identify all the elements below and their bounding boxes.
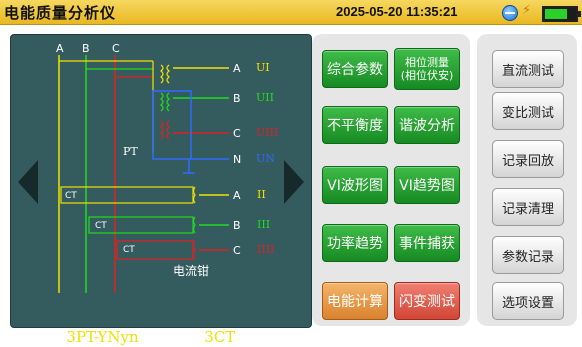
unbalance-button[interactable]: 不平衡度 bbox=[322, 106, 388, 144]
wiring-diagram-panel: A B C PT A B C N UI bbox=[10, 34, 312, 346]
pt-end-n: N bbox=[233, 153, 241, 166]
ct-end-b: B bbox=[233, 219, 241, 232]
ct-label-2: CT bbox=[95, 221, 107, 231]
vi-waveform-button[interactable]: VI波形图 bbox=[322, 166, 388, 204]
caption-voltage-mode: 3PT-YNyn bbox=[66, 328, 139, 346]
ct-block bbox=[60, 186, 196, 260]
current-label-i1: II bbox=[257, 188, 266, 201]
ct-end-c: C bbox=[233, 244, 241, 257]
ct-end-a: A bbox=[233, 189, 241, 202]
vi-trend-button[interactable]: VI趋势图 bbox=[394, 166, 460, 204]
wiring-diagram: A B C PT A B C N UI bbox=[56, 42, 278, 293]
pt-end-a: A bbox=[233, 62, 241, 75]
app-title: 电能质量分析仪 bbox=[4, 4, 117, 22]
comprehensive-params-button[interactable]: 综合参数 bbox=[322, 50, 388, 88]
battery-icon bbox=[542, 6, 581, 22]
power-trend-button[interactable]: 功率趋势 bbox=[322, 224, 388, 262]
options-button[interactable]: 选项设置 bbox=[492, 282, 564, 320]
voltage-label-u1: UI bbox=[256, 61, 270, 74]
current-label-i2: III bbox=[257, 218, 270, 231]
datetime: 2025-05-20 11:35:21 bbox=[336, 4, 458, 19]
caption-voltage-prefix: 电压 bbox=[36, 328, 67, 346]
record-clear-button[interactable]: 记录清理 bbox=[492, 188, 564, 226]
voltage-label-u2: UII bbox=[256, 91, 274, 104]
energy-calc-button[interactable]: 电能计算 bbox=[322, 282, 388, 320]
caption-index: 1: bbox=[17, 328, 32, 346]
prev-page-arrow-icon[interactable] bbox=[18, 160, 38, 204]
param-record-button[interactable]: 参数记录 bbox=[492, 236, 564, 274]
caption-current-mode: 3CT bbox=[204, 328, 236, 346]
voltage-label-u3: UIII bbox=[256, 126, 278, 139]
ratio-test-button[interactable]: 变比测试 bbox=[492, 92, 564, 130]
pt-label: PT bbox=[123, 145, 138, 158]
event-capture-button[interactable]: 事件捕获 bbox=[394, 224, 460, 262]
dc-test-button[interactable]: 直流测试 bbox=[492, 50, 564, 88]
top-label-b: B bbox=[82, 42, 90, 55]
record-playback-button[interactable]: 记录回放 bbox=[492, 140, 564, 178]
harmonic-analysis-button[interactable]: 谐波分析 bbox=[394, 106, 460, 144]
pt-neutral bbox=[152, 90, 229, 174]
current-label-i3: IIII bbox=[257, 243, 274, 256]
top-label-c: C bbox=[112, 42, 120, 55]
pt-transformer bbox=[152, 61, 170, 153]
ct-label-1: CT bbox=[65, 191, 77, 201]
phasor-measure-line2: (相位伏安) bbox=[400, 69, 454, 82]
pt-end-b: B bbox=[233, 92, 241, 105]
title-bar: 电能质量分析仪 2025-05-20 11:35:21 ⚡ bbox=[0, 0, 582, 25]
phasor-measure-button[interactable]: 相位测量 (相位伏安) bbox=[394, 48, 460, 90]
plug-icon: ⚡ bbox=[522, 3, 532, 18]
clamp-label: 电流钳 bbox=[173, 264, 209, 278]
top-label-a: A bbox=[56, 42, 64, 55]
next-page-arrow-icon[interactable] bbox=[284, 160, 304, 204]
flicker-test-button[interactable]: 闪变测试 bbox=[394, 282, 460, 320]
caption-current-prefix: 电流 bbox=[174, 328, 205, 346]
wiring-caption: 1: 电压3PT-YNyn 电流3CT bbox=[17, 326, 235, 347]
ct-label-3: CT bbox=[123, 245, 135, 255]
gps-icon bbox=[502, 5, 518, 21]
phasor-measure-line1: 相位测量 bbox=[405, 56, 449, 69]
pt-end-c: C bbox=[233, 127, 241, 140]
voltage-label-un: UN bbox=[256, 152, 275, 165]
